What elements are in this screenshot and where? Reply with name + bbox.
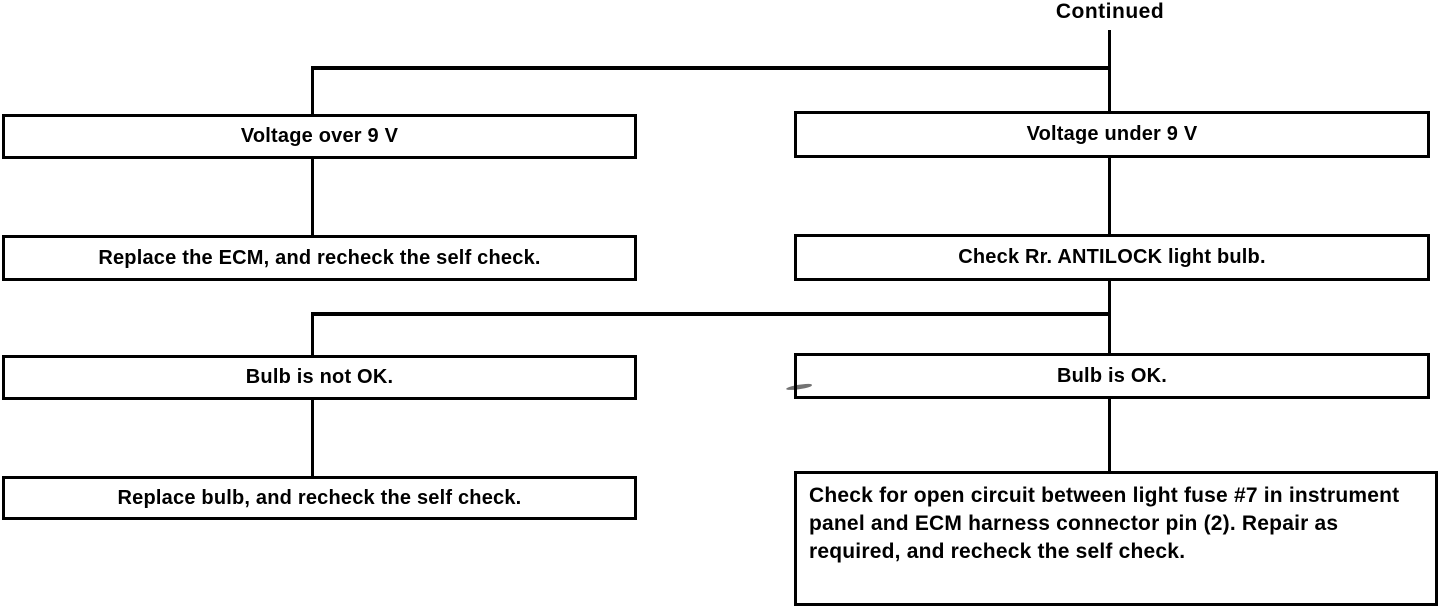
connector-branch1-horizontal bbox=[311, 66, 1111, 70]
connector-check-bulb-to-branch2 bbox=[1108, 279, 1111, 355]
node-check-open-circuit: Check for open circuit between light fus… bbox=[794, 471, 1438, 606]
node-voltage-under-9v: Voltage under 9 V bbox=[794, 111, 1430, 158]
node-bulb-ok: Bulb is OK. bbox=[794, 353, 1430, 399]
connector-continued-to-right-branch bbox=[1108, 30, 1111, 114]
connector-bulb-not-ok-to-replace-bulb bbox=[311, 398, 314, 478]
node-replace-bulb: Replace bulb, and recheck the self check… bbox=[2, 476, 637, 520]
connector-voltage-under-to-check-bulb bbox=[1108, 156, 1111, 236]
connector-branch1-left-drop bbox=[311, 66, 314, 116]
node-replace-ecm: Replace the ECM, and recheck the self ch… bbox=[2, 235, 637, 281]
node-voltage-over-9v: Voltage over 9 V bbox=[2, 114, 637, 159]
node-bulb-not-ok: Bulb is not OK. bbox=[2, 355, 637, 400]
connector-voltage-over-to-replace-ecm bbox=[311, 157, 314, 237]
node-check-antilock-bulb: Check Rr. ANTILOCK light bulb. bbox=[794, 234, 1430, 281]
connector-branch2-horizontal bbox=[311, 312, 1111, 316]
connector-branch2-left-drop bbox=[311, 312, 314, 357]
continued-label: Continued bbox=[1055, 0, 1165, 23]
connector-bulb-ok-to-check-circuit bbox=[1108, 397, 1111, 473]
